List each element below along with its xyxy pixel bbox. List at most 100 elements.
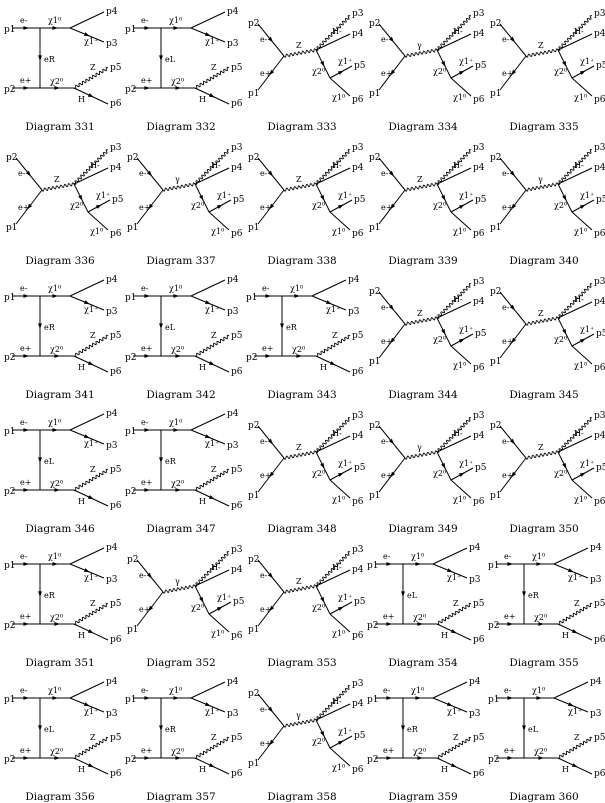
particle-label: p2 <box>248 421 260 431</box>
arrow-marker <box>329 361 336 366</box>
particle-label: H- <box>574 429 584 438</box>
boson-line <box>283 450 317 460</box>
particle-label: p1 <box>369 491 381 501</box>
particle-label: e+ <box>141 746 152 755</box>
particle-label: χ1⁺ <box>205 707 219 716</box>
arrow-marker <box>38 55 42 62</box>
particle-label: χ2⁰ <box>171 479 184 488</box>
arrow-marker <box>320 462 325 469</box>
particle-label: Z <box>574 733 580 742</box>
arrow-marker <box>507 562 514 566</box>
boson-line <box>525 316 559 326</box>
scalar-line <box>571 77 593 97</box>
particle-label: χ1⁰ <box>411 686 424 695</box>
particle-label: p6 <box>352 497 364 507</box>
particle-label: p5 <box>354 597 366 607</box>
particle-label: χ1⁰ <box>332 93 345 102</box>
particle-label: H- <box>211 161 221 170</box>
arrow-marker <box>173 428 180 432</box>
particle-label: Z <box>574 599 580 608</box>
arrow-marker <box>208 763 215 768</box>
boson-line <box>436 736 472 760</box>
particle-label: p6 <box>231 501 243 511</box>
scalar-line <box>571 211 593 231</box>
particle-label: p1 <box>369 357 381 367</box>
particle-label: e- <box>20 16 28 25</box>
particle-label: eR <box>528 591 540 600</box>
particle-label: p2 <box>4 85 16 95</box>
scalar-line <box>557 33 593 51</box>
particle-label: p4 <box>227 409 239 419</box>
arrow-marker <box>337 70 344 75</box>
particle-label: p6 <box>110 367 122 377</box>
particle-label: p1 <box>248 223 260 233</box>
scalar-line <box>69 11 105 29</box>
particle-label: H <box>320 363 327 372</box>
particle-label: p5 <box>354 195 366 205</box>
particle-label: χ2⁰ <box>554 335 567 344</box>
arrow-marker <box>144 294 151 298</box>
diagram-label: Diagram 359 <box>388 791 457 803</box>
particle-label: p6 <box>473 497 485 507</box>
particle-label: γ <box>175 175 180 184</box>
boson-line <box>436 417 472 453</box>
particle-label: p5 <box>473 599 485 609</box>
particle-label: p2 <box>246 353 258 363</box>
particle-label: p2 <box>369 153 381 163</box>
arrow-marker <box>388 170 395 177</box>
boson-line <box>73 736 109 760</box>
boson-line <box>73 149 109 185</box>
particle-label: p1 <box>4 695 16 705</box>
particle-label: p6 <box>594 635 605 645</box>
particle-label: p4 <box>227 677 239 687</box>
particle-label: eR <box>407 725 419 734</box>
arrow-marker <box>390 471 396 478</box>
scalar-line <box>450 345 472 365</box>
boson-line <box>283 48 317 58</box>
particle-label: χ2⁰ <box>534 747 547 756</box>
scalar-line <box>190 413 226 431</box>
particle-label: p6 <box>594 497 605 507</box>
arrow-marker <box>337 740 344 745</box>
scalar-line <box>571 479 593 499</box>
particle-label: eL <box>44 457 55 466</box>
particle-label: e+ <box>381 471 392 480</box>
particle-label: Z <box>211 465 217 474</box>
particle-label: χ1⁺ <box>580 459 594 468</box>
particle-label: p1 <box>367 561 379 571</box>
arrow-marker <box>159 457 163 464</box>
arrow-marker <box>175 488 182 492</box>
particle-label: p3 <box>590 575 602 585</box>
arrow-marker <box>52 696 59 700</box>
diagram-label: Diagram 349 <box>388 523 457 535</box>
arrow-marker <box>567 702 574 707</box>
particle-label: χ2⁰ <box>433 469 446 478</box>
particle-label: p3 <box>352 545 364 555</box>
particle-label: χ2⁰ <box>312 469 325 478</box>
particle-label: p1 <box>488 561 500 571</box>
particle-label: p3 <box>227 441 239 451</box>
particle-label: χ1⁺ <box>338 727 352 736</box>
particle-label: e- <box>20 284 28 293</box>
particle-label: p6 <box>110 229 122 239</box>
arrow-marker <box>144 696 151 700</box>
particle-label: γ <box>417 443 422 452</box>
boson-line <box>525 182 559 192</box>
particle-label: p4 <box>590 677 602 687</box>
particle-label: γ <box>296 711 301 720</box>
particle-label: p6 <box>231 229 243 239</box>
particle-label: χ1⁺ <box>338 57 352 66</box>
particle-label: p5 <box>352 331 364 341</box>
boson-line <box>315 417 351 453</box>
scalar-line <box>190 279 226 297</box>
particle-label: χ1⁺ <box>459 57 473 66</box>
particle-label: p6 <box>110 635 122 645</box>
particle-label: χ1⁺ <box>580 191 594 200</box>
particle-label: p4 <box>473 431 485 441</box>
arrow-marker <box>562 462 567 469</box>
particle-label: e+ <box>139 203 150 212</box>
